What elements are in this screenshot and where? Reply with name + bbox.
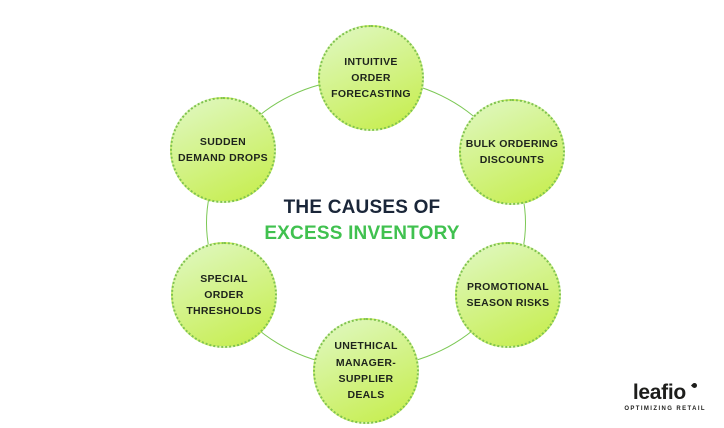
cause-circle-sudden-demand-drops: SUDDEN DEMAND DROPS <box>170 97 276 203</box>
cause-label: INTUITIVE ORDER FORECASTING <box>331 55 411 101</box>
cause-label: SUDDEN DEMAND DROPS <box>178 135 268 164</box>
page-title: THE CAUSES OF EXCESS INVENTORY <box>0 197 724 245</box>
cause-circle-intuitive-order-forecasting: INTUITIVE ORDER FORECASTING <box>318 25 424 131</box>
cause-label: PROMOTIONAL SEASON RISKS <box>466 280 550 309</box>
cause-circle-special-order-thresholds: SPECIAL ORDER THRESHOLDS <box>171 242 277 348</box>
cause-circle-promotional-season-risks: PROMOTIONAL SEASON RISKS <box>455 242 561 348</box>
cause-circle-unethical-manager-supplier-deals: UNETHICAL MANAGER- SUPPLIER DEALS <box>313 318 419 424</box>
leaf-dot-icon <box>691 381 699 390</box>
leafio-logo: leafio OPTIMIZING RETAIL <box>624 381 706 412</box>
title-line-causes: THE CAUSES OF <box>283 197 441 218</box>
cause-label: SPECIAL ORDER THRESHOLDS <box>186 272 262 318</box>
leafio-logo-row: leafio <box>624 381 706 404</box>
cause-circle-bulk-ordering-discounts: BULK ORDERING DISCOUNTS <box>459 99 565 205</box>
leafio-logo-text: leafio <box>632 381 686 404</box>
cause-label: BULK ORDERING DISCOUNTS <box>465 137 559 166</box>
title-line-excess-inventory: EXCESS INVENTORY <box>264 223 460 244</box>
leafio-tagline: OPTIMIZING RETAIL <box>624 406 706 412</box>
cause-label: UNETHICAL MANAGER- SUPPLIER DEALS <box>334 340 398 402</box>
